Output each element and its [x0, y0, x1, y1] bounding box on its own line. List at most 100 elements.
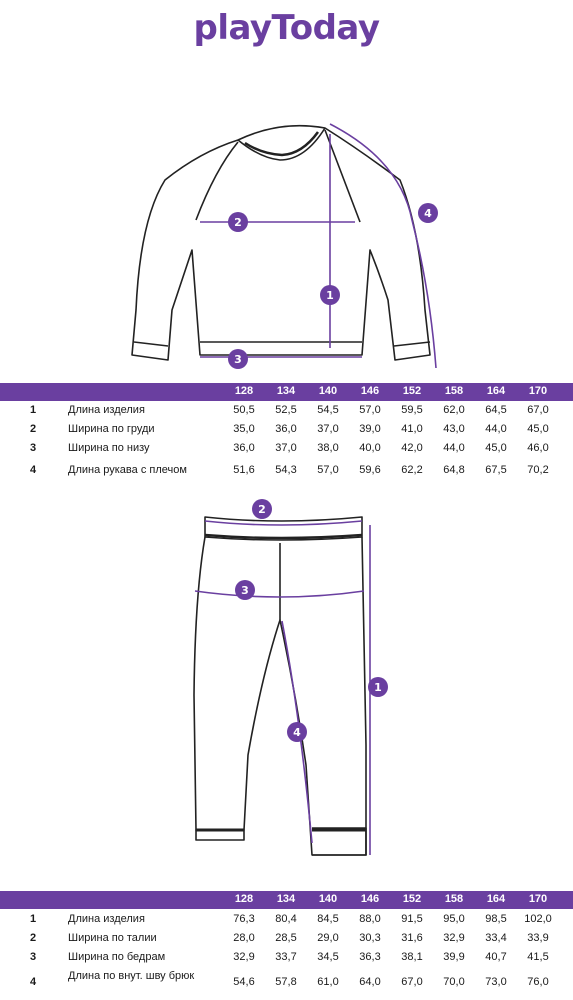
value-cell: 51,6	[233, 464, 255, 476]
row-number: 2	[30, 423, 37, 435]
callout-4-marker	[287, 722, 307, 742]
value-cell: 33,7	[275, 951, 297, 963]
value-cell: 54,6	[233, 976, 255, 988]
size-col: 146	[360, 385, 380, 397]
row-label: Ширина по талии	[68, 932, 157, 944]
size-col: 158	[444, 893, 464, 905]
value-cell: 31,6	[401, 932, 423, 944]
value-cell: 32,9	[233, 951, 255, 963]
value-cell: 30,3	[359, 932, 381, 944]
callout-4-marker	[418, 203, 438, 223]
callout-4-label: 4	[293, 726, 301, 739]
value-cell: 37,0	[317, 423, 339, 435]
value-cell: 80,4	[275, 913, 297, 925]
callout-3-label: 3	[241, 584, 249, 597]
row-number: 4	[30, 464, 37, 476]
value-cell: 98,5	[485, 913, 507, 925]
value-cell: 61,0	[317, 976, 339, 988]
row-label: Длина по внут. шву брюк	[68, 970, 195, 982]
value-cell: 95,0	[443, 913, 465, 925]
value-cell: 38,0	[317, 442, 339, 454]
value-cell: 46,0	[527, 442, 549, 454]
value-cell: 36,3	[359, 951, 381, 963]
value-cell: 44,0	[443, 442, 465, 454]
size-col: 134	[276, 385, 296, 397]
value-cell: 28,0	[233, 932, 255, 944]
row-number: 4	[30, 976, 37, 988]
value-cell: 36,0	[275, 423, 297, 435]
callout-1-label: 1	[374, 681, 382, 694]
row-label: Длина изделия	[68, 404, 145, 416]
callout-2-label: 2	[234, 216, 242, 229]
value-cell: 39,9	[443, 951, 465, 963]
pants-size-header: 128 134 140 146 152 158 164 170	[0, 891, 573, 909]
row-number: 3	[30, 951, 37, 963]
value-cell: 59,5	[401, 404, 423, 416]
callout-3-label: 3	[234, 353, 242, 366]
value-cell: 67,5	[485, 464, 507, 476]
size-col: 170	[528, 893, 548, 905]
size-col: 164	[486, 893, 506, 905]
value-cell: 36,0	[233, 442, 255, 454]
value-cell: 59,6	[359, 464, 381, 476]
top-garment-sketch: 1 2 3 4	[131, 123, 438, 369]
row-label: Длина рукава с плечом	[68, 464, 187, 476]
value-cell: 91,5	[401, 913, 423, 925]
row-number: 1	[30, 404, 37, 416]
value-cell: 57,0	[359, 404, 381, 416]
value-cell: 64,8	[443, 464, 465, 476]
value-cell: 44,0	[485, 423, 507, 435]
row-label: Ширина по груди	[68, 423, 155, 435]
value-cell: 45,0	[527, 423, 549, 435]
size-col: 134	[276, 893, 296, 905]
value-cell: 37,0	[275, 442, 297, 454]
value-cell: 67,0	[527, 404, 549, 416]
value-cell: 43,0	[443, 423, 465, 435]
value-cell: 35,0	[233, 423, 255, 435]
callout-1-marker	[368, 677, 388, 697]
size-col: 152	[402, 385, 422, 397]
size-col: 158	[444, 385, 464, 397]
value-cell: 32,9	[443, 932, 465, 944]
logo-text: playToday	[193, 8, 381, 48]
value-cell: 38,1	[401, 951, 423, 963]
value-cell: 64,0	[359, 976, 381, 988]
value-cell: 70,0	[443, 976, 465, 988]
value-cell: 57,8	[275, 976, 297, 988]
value-cell: 62,0	[443, 404, 465, 416]
value-cell: 34,5	[317, 951, 339, 963]
row-number: 2	[30, 932, 37, 944]
size-col: 146	[360, 893, 380, 905]
row-label: Ширина по бедрам	[68, 951, 166, 963]
callout-2-marker	[228, 212, 248, 232]
size-col: 128	[234, 893, 254, 905]
value-cell: 45,0	[485, 442, 507, 454]
size-col: 140	[318, 893, 338, 905]
size-col: 140	[318, 385, 338, 397]
value-cell: 28,5	[275, 932, 297, 944]
value-cell: 76,0	[527, 976, 549, 988]
value-cell: 41,5	[527, 951, 549, 963]
value-cell: 73,0	[485, 976, 507, 988]
value-cell: 88,0	[359, 913, 381, 925]
value-cell: 76,3	[233, 913, 255, 925]
row-label: Длина изделия	[68, 913, 145, 925]
value-cell: 33,9	[527, 932, 549, 944]
value-cell: 33,4	[485, 932, 507, 944]
value-cell: 54,5	[317, 404, 339, 416]
value-cell: 102,0	[524, 913, 552, 925]
row-label: Ширина по низу	[68, 442, 150, 454]
callout-1-marker	[320, 285, 340, 305]
size-col: 152	[402, 893, 422, 905]
value-cell: 57,0	[317, 464, 339, 476]
value-cell: 40,7	[485, 951, 507, 963]
row-number: 1	[30, 913, 37, 925]
value-cell: 40,0	[359, 442, 381, 454]
value-cell: 54,3	[275, 464, 297, 476]
size-col: 170	[528, 385, 548, 397]
callout-3-marker	[235, 580, 255, 600]
value-cell: 84,5	[317, 913, 339, 925]
callout-4-label: 4	[424, 207, 432, 220]
callout-2-marker	[252, 499, 272, 519]
callout-3-marker	[228, 349, 248, 369]
